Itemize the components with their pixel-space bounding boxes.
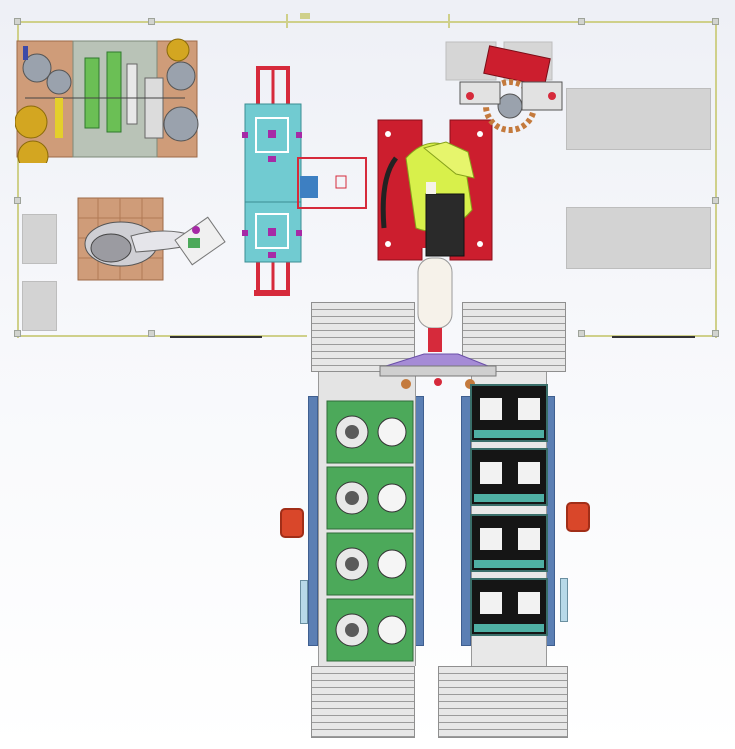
motor-orange-icon-right[interactable] xyxy=(566,502,590,532)
conveyor-right-bottom[interactable] xyxy=(438,666,568,738)
left-pad-lower xyxy=(22,281,57,331)
fixture-green-icon[interactable] xyxy=(326,598,416,662)
fixture-green-icon[interactable] xyxy=(326,400,416,464)
conveyor-left-rail-outer xyxy=(308,396,318,646)
right-pad-lower xyxy=(566,207,711,269)
robot-arm-small-icon[interactable] xyxy=(76,196,226,281)
fixture-dark-icon[interactable] xyxy=(470,384,550,444)
conveyor-left-top[interactable] xyxy=(311,302,415,372)
frame-handle[interactable] xyxy=(14,330,21,337)
fixture-dark-icon[interactable] xyxy=(470,578,550,638)
frame-handle[interactable] xyxy=(712,18,719,25)
frame-handle[interactable] xyxy=(14,18,21,25)
assembly-station-icon[interactable] xyxy=(15,38,200,163)
fixture-green-icon[interactable] xyxy=(326,466,416,530)
motor-orange-icon-left[interactable] xyxy=(280,508,304,538)
conveyor-left-bottom[interactable] xyxy=(311,666,415,738)
frame-handle[interactable] xyxy=(578,18,585,25)
gantry-red-frame-icon[interactable] xyxy=(240,66,375,296)
frame-handle[interactable] xyxy=(712,330,719,337)
fixture-green-icon[interactable] xyxy=(326,532,416,596)
fixture-dark-icon[interactable] xyxy=(470,514,550,574)
frame-handle[interactable] xyxy=(578,330,585,337)
left-pad-upper xyxy=(22,214,57,264)
frame-handle[interactable] xyxy=(14,197,21,204)
fixture-dark-icon[interactable] xyxy=(470,448,550,508)
gripper-station-icon[interactable] xyxy=(440,40,580,140)
conveyor-right-top[interactable] xyxy=(462,302,566,372)
transfer-bar-icon[interactable] xyxy=(378,348,498,398)
robot-base-red-icon[interactable] xyxy=(376,118,496,358)
sensor-right-icon xyxy=(560,578,568,622)
frame-handle[interactable] xyxy=(712,197,719,204)
sensor-left-icon xyxy=(300,580,308,624)
right-pad-upper xyxy=(566,88,711,150)
frame-handle[interactable] xyxy=(148,330,155,337)
frame-handle[interactable] xyxy=(148,18,155,25)
